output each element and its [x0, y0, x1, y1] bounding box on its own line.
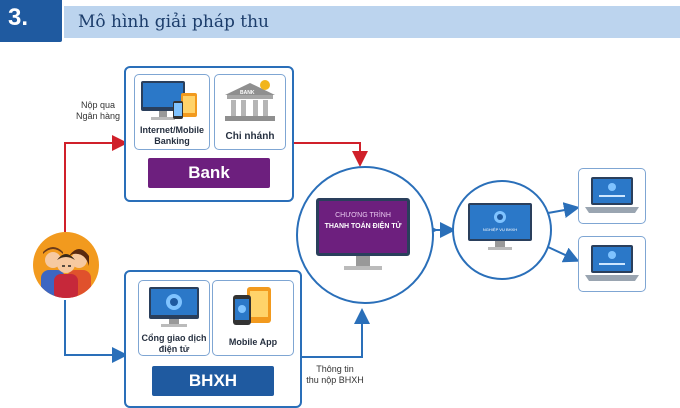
bhxh-banner: BHXH: [152, 366, 274, 396]
section-badge: [0, 0, 62, 42]
laptop-icon: [585, 245, 639, 281]
arrow-to-bank: [64, 135, 128, 232]
hub-label: NGHIỆP VỤ BHXH: [482, 227, 518, 232]
program-title: CHƯƠNG TRÌNH: [335, 212, 391, 219]
mobile-app-icon: [233, 287, 271, 325]
laptop-card-top: [578, 168, 646, 224]
page-title: Mô hình giải pháp thu: [78, 12, 270, 32]
hub-monitor: NGHIỆP VỤ BHXH: [468, 203, 532, 253]
mobile-app-card: Mobile App: [212, 280, 294, 356]
branch-card: BANK Chi nhánh: [214, 74, 286, 150]
mobile-app-label: Mobile App: [228, 337, 278, 347]
title-bar: [64, 6, 680, 38]
devices-icon: [141, 81, 197, 120]
people-icon: [41, 247, 91, 298]
arrow-hub-laptop-bottom: [547, 246, 580, 263]
laptop-icon: [585, 177, 639, 213]
arrow-to-bhxh: [64, 300, 128, 363]
bank-sign: BANK: [240, 90, 255, 96]
program-monitor: CHƯƠNG TRÌNH THANH TOÁN ĐIỆN TỬ: [316, 198, 410, 274]
portal-monitor-icon: [149, 287, 199, 327]
laptop-card-bottom: [578, 236, 646, 292]
branch-label: Chi nhánh: [225, 131, 275, 142]
hub-emblem-icon: [494, 211, 506, 223]
arrow-bhxh-to-program: [300, 308, 370, 358]
bank-banner: Bank: [148, 158, 270, 188]
arrow-hub-laptop-top: [547, 202, 580, 218]
section-number: 3.: [8, 4, 29, 31]
customers-group: [33, 232, 99, 298]
arrow-bank-to-program: [292, 142, 368, 167]
program-subtitle: THANH TOÁN ĐIỆN TỬ: [324, 223, 402, 230]
bank-building-icon: [225, 80, 275, 121]
